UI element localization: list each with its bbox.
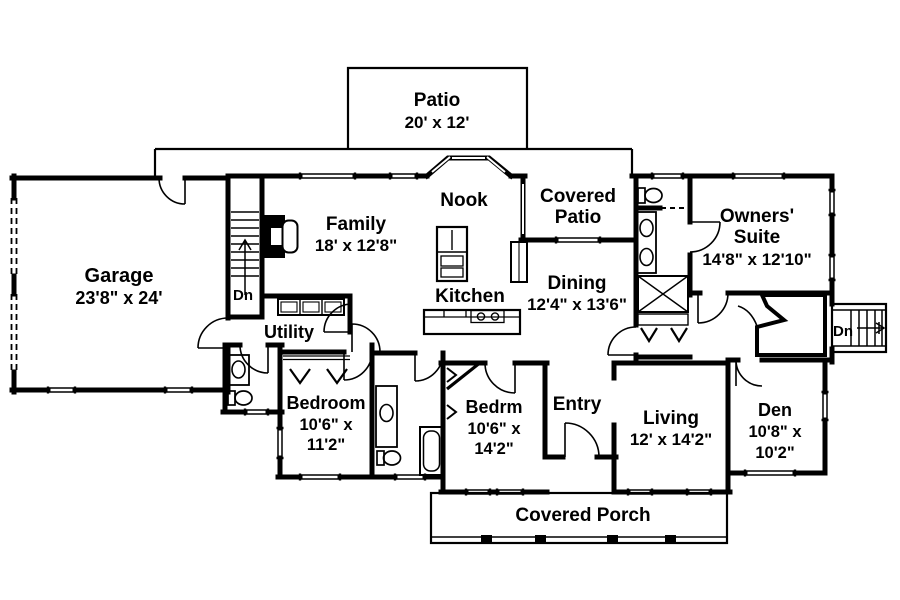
living-dims: 12' x 14'2" <box>630 430 712 449</box>
covered-porch-outline <box>429 491 729 545</box>
family-dims: 18' x 12'8" <box>315 236 397 255</box>
stairs-down-interior-label: Dn <box>233 287 253 304</box>
bedroom-door <box>343 351 373 381</box>
shower <box>637 275 689 326</box>
porch-post <box>607 535 618 543</box>
garage-hall-door <box>197 317 229 349</box>
dining-dims: 12'4" x 13'6" <box>527 295 627 314</box>
walls <box>9 155 835 495</box>
half-bath-toilet <box>227 390 253 406</box>
den-door <box>735 359 763 387</box>
den-label: Den <box>758 400 792 420</box>
fixtures <box>227 187 689 476</box>
washer-dryer <box>277 298 345 316</box>
garage-dims: 23'8" x 24' <box>75 288 162 308</box>
patio-outline <box>153 66 634 176</box>
room-labels: Patio 20' x 12' Garage 23'8" x 24' Famil… <box>75 90 853 526</box>
fireplace <box>262 215 299 258</box>
suite-bath-door <box>689 221 721 253</box>
closet-door-arc <box>737 305 758 327</box>
owners-suite-label-2: Suite <box>734 227 780 248</box>
bedrm-label: Bedrm <box>465 397 522 417</box>
exterior-stairs <box>830 302 888 354</box>
bedrm-door <box>484 362 516 394</box>
dining-label: Dining <box>547 273 606 294</box>
owners-suite-dims: 14'8" x 12'10" <box>702 250 811 269</box>
porch-post <box>665 535 676 543</box>
hall-bath-sink <box>375 385 398 448</box>
windows <box>46 172 836 496</box>
interior-stairs <box>231 211 259 295</box>
refrigerator <box>435 225 469 283</box>
bedroom-dims-2: 11'2" <box>307 436 345 454</box>
bedroom-dims-1: 10'6" x <box>299 416 353 434</box>
porch-post <box>481 535 492 543</box>
kitchen-cabinet <box>510 241 528 283</box>
covered-porch-label: Covered Porch <box>515 505 650 526</box>
family-label: Family <box>326 214 387 235</box>
hall-bath-toilet <box>376 450 402 466</box>
bedroom-label: Bedroom <box>286 393 365 413</box>
bedroom-closet <box>283 355 350 385</box>
patio-dims: 20' x 12' <box>405 113 470 132</box>
porch-post <box>535 535 546 543</box>
kitchen-island <box>422 308 522 336</box>
nook-label: Nook <box>440 190 488 211</box>
outdoor-outlines <box>153 66 888 545</box>
half-bath-sink <box>227 354 250 386</box>
utility-label: Utility <box>264 322 314 342</box>
den-dims-1: 10'8" x <box>748 423 802 441</box>
covered-patio-label-2: Patio <box>555 207 601 228</box>
garage-stoop-door <box>158 177 186 205</box>
living-label: Living <box>643 408 699 429</box>
bathtub <box>419 426 444 476</box>
walkin-closet <box>755 293 827 357</box>
garage-label: Garage <box>85 265 154 287</box>
covered-patio-label-1: Covered <box>540 186 616 207</box>
owners-suite-label-1: Owners' <box>720 206 794 227</box>
suite-vanity-sinks <box>636 211 657 274</box>
den-dims-2: 10'2" <box>755 444 794 462</box>
bedrm-closet <box>446 360 482 420</box>
doors <box>158 177 763 458</box>
kitchen-label: Kitchen <box>435 286 505 307</box>
suite-toilet <box>637 187 663 204</box>
patio-label: Patio <box>414 90 460 111</box>
owners-suite-door <box>697 292 729 324</box>
stairs-down-exterior-label: Dn <box>833 323 853 340</box>
hall-bath-door <box>414 352 444 382</box>
front-door <box>564 422 600 458</box>
bedrm-dims-2: 14'2" <box>474 440 513 458</box>
bedrm-dims-1: 10'6" x <box>467 420 521 438</box>
entry-label: Entry <box>553 394 602 415</box>
dining-hall-door <box>607 326 637 356</box>
suite-closet-hangers <box>640 327 688 344</box>
hall-door <box>351 323 381 353</box>
